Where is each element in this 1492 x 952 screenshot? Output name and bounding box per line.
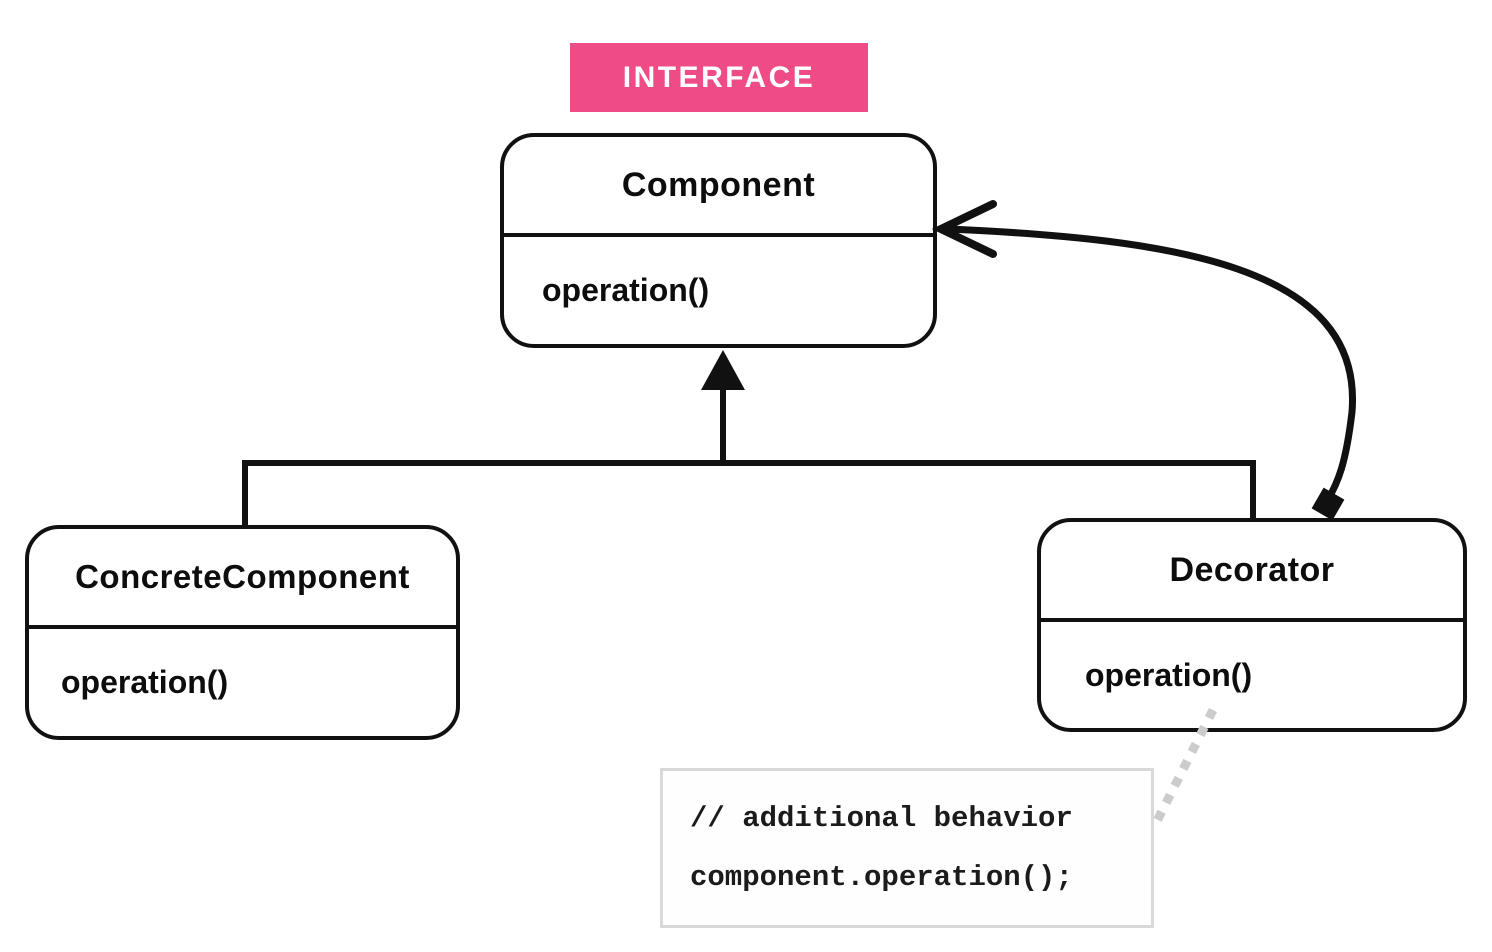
component-class-name: Component [504, 137, 933, 237]
interface-badge-label: INTERFACE [622, 60, 816, 94]
concrete-component-class-name: ConcreteComponent [29, 529, 456, 629]
code-note-line-call: component.operation(); [690, 861, 1073, 894]
concrete-component-method-label: operation() [61, 664, 229, 700]
concrete-component-class-box: ConcreteComponent operation() [25, 525, 460, 740]
decorator-class-box: Decorator operation() [1037, 518, 1467, 732]
decorator-method-label: operation() [1085, 656, 1253, 693]
composition-diamond-icon [1311, 487, 1345, 521]
component-method-label: operation() [542, 272, 710, 308]
composition-open-arrowhead-icon [931, 200, 997, 258]
composition-curve-line [948, 225, 1356, 503]
generalization-arrowhead-icon [701, 350, 745, 390]
interface-badge: INTERFACE [570, 43, 868, 112]
decorator-class-name: Decorator [1041, 522, 1463, 622]
code-note-box: // additional behavior component.operati… [660, 768, 1154, 928]
component-class-box: Component operation() [500, 133, 937, 348]
code-note-line-comment: // additional behavior [690, 802, 1073, 835]
